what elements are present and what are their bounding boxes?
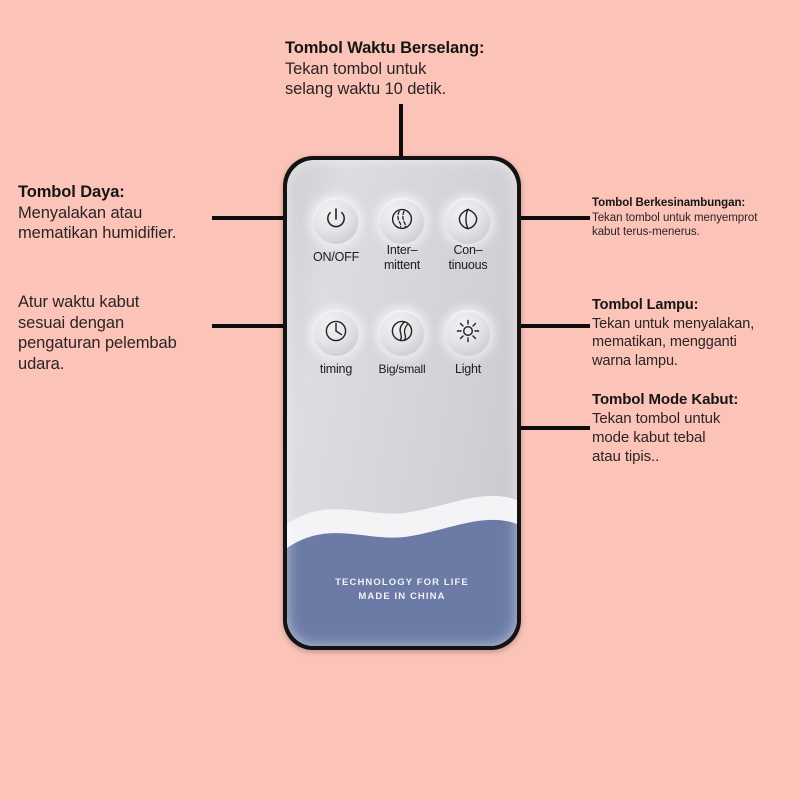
brand-line-2: MADE IN CHINA: [358, 591, 446, 602]
leader-line-timing: [212, 324, 320, 328]
annotation-power-desc: Menyalakan atau mematikan humidifier.: [18, 203, 177, 243]
annotation-intermittent-title: Tombol Waktu Berselang:: [285, 39, 485, 57]
leader-line-light: [492, 324, 590, 328]
button-big-small[interactable]: [379, 310, 425, 356]
continuous-icon: [453, 204, 483, 239]
leader-line-intermittent: [399, 104, 403, 162]
brand-line-1: TECHNOLOGY FOR LIFE: [335, 577, 469, 588]
annotation-light-title: Tombol Lampu:: [592, 297, 699, 313]
brand-text: TECHNOLOGY FOR LIFE MADE IN CHINA: [287, 576, 517, 604]
remote-control: ON/OFF Inter– mittent Con– tinuous timin…: [283, 156, 521, 650]
annotation-power: Tombol Daya: Menyalakan atau mematikan h…: [18, 182, 176, 244]
annotation-timing: Atur waktu kabut sesuai dengan pengatura…: [18, 292, 177, 374]
clock-icon: [321, 316, 351, 351]
wave-graphic: [287, 495, 517, 646]
button-timing[interactable]: [313, 310, 359, 356]
annotation-mist-mode-title: Tombol Mode Kabut:: [592, 391, 739, 408]
label-intermittent: Inter– mittent: [383, 243, 421, 272]
droplet-size-icon: [387, 316, 417, 351]
annotation-intermittent: Tombol Waktu Berselang: Tekan tombol unt…: [285, 38, 484, 100]
label-continuous: Con– tinuous: [448, 243, 488, 272]
sun-icon: [453, 316, 483, 351]
annotation-continuous-title: Tombol Berkesinambungan:: [592, 197, 746, 209]
annotation-light: Tombol Lampu: Tekan untuk menyalakan, me…: [592, 296, 754, 370]
label-power: ON/OFF: [312, 250, 360, 264]
annotation-mist-mode-desc: Tekan tombol untuk mode kabut tebal atau…: [592, 410, 721, 465]
annotation-timing-desc: Atur waktu kabut sesuai dengan pengatura…: [18, 293, 177, 373]
annotation-continuous: Tombol Berkesinambungan: Tekan tombol un…: [592, 196, 757, 240]
button-intermittent[interactable]: [379, 198, 425, 244]
annotation-mist-mode: Tombol Mode Kabut: Tekan tombol untuk mo…: [592, 390, 738, 466]
button-power[interactable]: [313, 198, 359, 244]
remote-face: ON/OFF Inter– mittent Con– tinuous timin…: [287, 160, 517, 646]
leader-line-continuous: [487, 216, 590, 220]
annotation-power-title: Tombol Daya:: [18, 183, 125, 201]
annotation-intermittent-desc: Tekan tombol untuk selang waktu 10 detik…: [285, 59, 447, 99]
leader-line-power: [212, 216, 320, 220]
power-icon: [321, 204, 351, 239]
annotation-light-desc: Tekan untuk menyalakan, mematikan, mengg…: [592, 315, 755, 369]
button-continuous[interactable]: [445, 198, 491, 244]
intermittent-icon: [387, 204, 417, 239]
label-light: Light: [454, 362, 482, 376]
button-light[interactable]: [445, 310, 491, 356]
label-timing: timing: [319, 362, 353, 376]
annotation-continuous-desc: Tekan tombol untuk menyemprot kabut teru…: [592, 211, 758, 239]
label-big-small: Big/small: [378, 362, 426, 376]
